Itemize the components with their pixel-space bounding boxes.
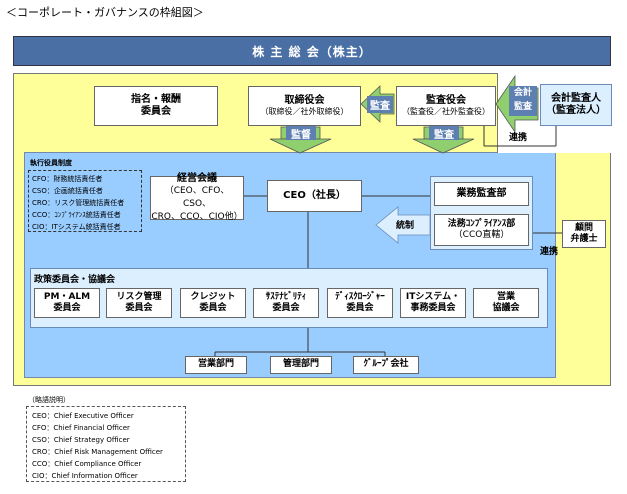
board-line1: 取締役会 [284,94,325,106]
dept-label: ｸﾞﾙｰﾌﾟ会社 [363,359,409,370]
committee-line1: PM・ALM [43,291,91,302]
policy-committees-title: 政策委員会・協議会 [34,275,116,285]
external-auditor-line1: 会計監査人 [551,92,601,104]
legal-counsel: 顧問 弁護士 [562,220,606,248]
committee-credit: クレジット 委員会 [180,288,246,318]
internal-audit-label: 業務監査部 [456,187,507,199]
glossary-box: CEO：Chief Executive Officer CFO：Chief Fi… [26,406,186,482]
legal-counsel-line1: 顧問 [574,222,593,233]
cooperation-label-1: 連携 [509,133,528,143]
supervision-label: 監督 [286,126,316,141]
audit-label-left-text: 監査 [367,95,393,113]
committee-line2: 委員会 [125,303,153,313]
legal-compliance-line1: 法務ｺﾝﾌﾟﾗｲｱﾝｽ部 [447,218,516,229]
glossary-item: CCO：Chief Compliance Officer [32,460,142,468]
management-meeting: 経営会議 （CEO、CFO、CSO、 CRO、CCO、CIO他） [150,173,244,222]
shareholders-label: 株 主 総 会（株主） [252,44,372,59]
committee-line1: クレジット [190,291,236,302]
dept-sales: 営業部門 [185,356,247,374]
committee-line2: 事務委員会 [410,303,456,313]
ceo-label: CEO（社長） [283,189,346,201]
board-of-directors: 取締役会 （取締役／社外取締役） [248,86,361,126]
committee-disclosure: ﾃﾞｨｽｸﾛｰｼﾞｬｰ 委員会 [327,288,393,318]
exec-officer-item: CFO：財務統括責任者 [32,175,103,183]
glossary-item: CSO：Chief Strategy Officer [32,436,130,444]
glossary-title: （略語説明） [28,396,70,404]
exec-officer-item: CIO：ITシステム統括責任者 [32,223,121,231]
nomination-line1: 指名・報酬 [131,93,181,105]
council-sales: 営業 協議会 [473,288,539,318]
audit-board: 監査役会 （監査役／社外監査役） [396,86,496,126]
dept-label: 管理部門 [282,359,319,370]
dept-label: 営業部門 [197,359,234,370]
committee-line1: 営業 [496,291,515,302]
legal-counsel-line2: 弁護士 [570,234,598,244]
control-label: 統制 [396,221,415,231]
glossary-item: CEO：Chief Executive Officer [32,412,134,420]
external-auditor: 会計監査人 （監査法人） [540,84,612,126]
exec-officer-item: CRO：リスク管理統括責任者 [32,199,125,207]
exec-officer-title: 執行役員制度 [30,159,72,167]
glossary-item: CIO：Chief Information Officer [32,472,138,480]
exec-officer-item: CSO：企画統括責任者 [32,187,103,195]
shareholders-meeting: 株 主 総 会（株主） [13,36,611,66]
mgmt-line3: CRO、CCO、CIO他） [151,212,243,222]
committee-line1: リスク管理 [116,291,162,302]
dept-group-companies: ｸﾞﾙｰﾌﾟ会社 [353,356,419,374]
committee-risk: リスク管理 委員会 [106,288,172,318]
exec-officer-item: CCO：ｺﾝﾌﾟﾗｲｱﾝｽ統括責任者 [32,211,121,219]
committee-it-admin: ITシステム・ 事務委員会 [400,288,466,318]
exec-officer-list: CFO：財務統括責任者 CSO：企画統括責任者 CRO：リスク管理統括責任者 C… [28,170,142,232]
legal-compliance-dept: 法務ｺﾝﾌﾟﾗｲｱﾝｽ部 （CCO直轄） [434,214,529,246]
legal-compliance-line2: （CCO直轄） [453,230,510,240]
mgmt-line2: （CEO、CFO、CSO、 [164,186,230,209]
audit-board-line2: （監査役／社外監査役） [402,107,490,117]
glossary-item: CFO：Chief Financial Officer [32,424,130,432]
audit-label-down: 監査 [429,126,459,141]
committee-line2: 委員会 [272,303,300,313]
committee-line1: ﾃﾞｨｽｸﾛｰｼﾞｬｰ [335,291,385,302]
audit-board-line1: 監査役会 [426,94,466,106]
committee-line2: 委員会 [53,303,81,313]
external-auditor-line2: （監査法人） [546,105,606,116]
mgmt-line1: 経営会議 [177,173,217,184]
ceo-box: CEO（社長） [267,180,362,212]
committee-pm-alm: PM・ALM 委員会 [34,288,100,318]
cooperation-label-2: 連携 [540,247,559,257]
nomination-line2: 委員会 [141,106,171,117]
committee-line2: 協議会 [492,303,520,313]
audit-label-left: 監査 [366,95,394,113]
page-title: ＜コーポレート・ガバナンスの枠組図＞ [6,6,204,19]
internal-audit-dept: 業務監査部 [434,182,529,206]
board-line2: （取締役／社外取締役） [260,107,349,117]
committee-line1: ITシステム・ [405,291,461,302]
committee-line1: ｻｽﾃﾅﾋﾞﾘﾃｨ [265,291,307,302]
accounting-audit-label: 会計 監査 [509,86,537,116]
nomination-compensation-committee: 指名・報酬 委員会 [94,86,218,126]
dept-admin: 管理部門 [270,356,332,374]
glossary-item: CRO：Chief Risk Management Officer [32,448,163,456]
committee-line2: 委員会 [199,303,227,313]
committee-sustainability: ｻｽﾃﾅﾋﾞﾘﾃｨ 委員会 [253,288,319,318]
committee-line2: 委員会 [346,303,374,313]
